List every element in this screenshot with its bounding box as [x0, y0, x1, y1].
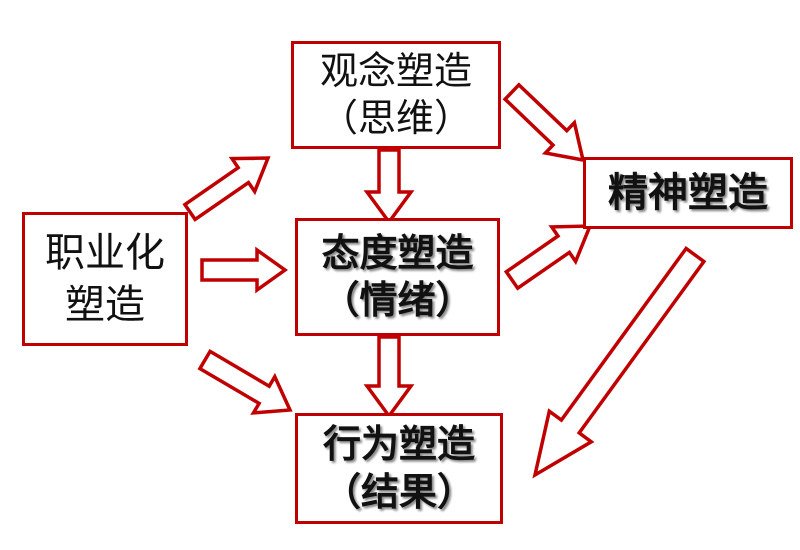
node-label: 塑造 [65, 282, 145, 328]
arrow-professional-to-attitude [200, 246, 289, 294]
node-concept-shaping: 观念塑造 （思维） [291, 41, 501, 149]
node-attitude-shaping: 态度塑造 （情绪） [295, 218, 500, 336]
arrow-concept-to-attitude [363, 148, 415, 225]
arrow-attitude-to-spirit [503, 224, 593, 291]
node-behavior-shaping: 行为塑造 （结果） [295, 413, 503, 524]
node-label: 行为塑造 [322, 422, 475, 466]
node-label: 观念塑造 [319, 48, 472, 93]
node-professional-shaping: 职业化 塑造 [22, 212, 188, 346]
node-label: 精神塑造 [608, 170, 768, 216]
arrow-professional-to-concept [182, 156, 271, 222]
node-sublabel: （思维） [319, 96, 472, 140]
arrow-concept-to-spirit [502, 82, 586, 163]
arrow-spirit-to-behavior [532, 246, 707, 479]
arrow-attitude-to-behavior [363, 335, 415, 419]
node-label: 职业化 [45, 230, 165, 276]
node-label: 态度塑造 [321, 230, 474, 275]
node-sublabel: （情绪） [321, 278, 474, 322]
node-sublabel: （结果） [322, 469, 475, 514]
node-spirit-shaping: 精神塑造 [583, 157, 793, 229]
arrow-professional-to-behavior [197, 349, 293, 415]
